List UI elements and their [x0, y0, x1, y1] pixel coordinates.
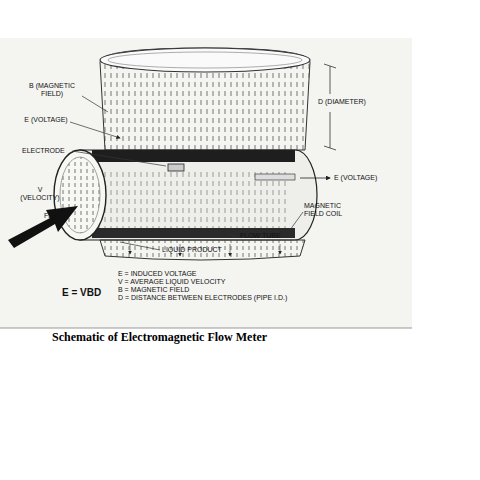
background-panel: [0, 38, 412, 328]
definition: E = INDUCED VOLTAGE: [118, 270, 338, 278]
flow-tube: [80, 150, 317, 240]
liquid-label: LIQUID PRODUCT: [162, 246, 232, 254]
definition: V = AVERAGE LIQUID VELOCITY: [118, 278, 338, 286]
voltage-label: E (VOLTAGE): [334, 174, 394, 182]
equation: E = VBD: [62, 287, 122, 299]
field-label: B (MAGNETIC FIELD): [24, 82, 80, 98]
definition: D = DISTANCE BETWEEN ELECTRODES (PIPE I.…: [118, 294, 338, 302]
figure-caption: Schematic of Electromagnetic Flow Meter: [52, 330, 267, 345]
tube-label: FLOW TUBE: [240, 232, 290, 240]
lower-coil: [100, 240, 305, 260]
upper-coil: [100, 48, 310, 150]
electrode-band: [92, 150, 295, 162]
velocity-label: V (VELOCITY): [18, 186, 62, 202]
definition: B = MAGNETIC FIELD: [118, 286, 338, 294]
voltage-label: E (VOLTAGE): [22, 116, 70, 124]
electrode-label: ELECTRODE: [22, 147, 72, 155]
coil-label: MAGNETIC FIELD COIL: [304, 202, 346, 218]
electrode: [168, 164, 184, 171]
flow-arrow: [8, 206, 78, 248]
dimension-label: D (DIAMETER): [318, 98, 388, 106]
flow-label: FLOW: [44, 212, 74, 220]
